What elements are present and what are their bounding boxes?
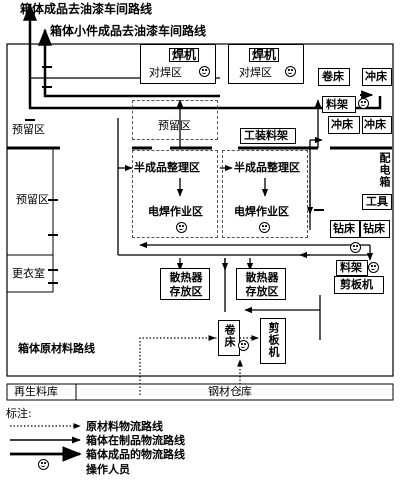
welder-1: 焊机 [169,48,200,62]
shear-machine-bottom: 剪板机 [260,318,286,364]
route-small-label: 箱体小件成品去油漆车间路线 [50,24,207,38]
route-finished-label: 箱体成品去油漆车间路线 [20,2,153,16]
radiator-storage-2: 散热器存放区 [236,268,286,300]
punch-machine-a: 冲床 [328,116,360,134]
operator-icon [199,66,210,77]
operator-icon [368,262,379,273]
operator-icon [238,340,249,351]
weld-work-zone-2 [222,150,308,238]
legend-title: 标注: [6,407,32,420]
legend-raw: 原材料物流路线 [86,420,163,433]
distribution-box: 配电箱 [378,152,391,188]
tools: 工具 [362,194,392,210]
weld-area-1: 焊机 对焊区 [140,44,216,84]
semi-finished-area-2: 半成品整理区 [234,161,300,174]
welder-2: 焊机 [249,48,280,62]
operator-icon [350,242,361,253]
weld-work-area-1: 电焊作业区 [148,205,203,218]
drill-press-2: 钻床 [360,220,390,238]
rolling-machine-top: 卷床 [318,68,350,86]
shear-machine-top: 剪板机 [334,276,384,294]
reserved-area-left: 预留区 [12,123,45,136]
operator-icon [176,222,187,233]
radiator-storage-1: 散热器存放区 [160,268,210,300]
drill-press-1: 钻床 [330,220,360,238]
operator-icon [38,459,49,470]
raw-material-route-label: 箱体原材料路线 [18,342,95,355]
weld-work-zone-1 [132,150,218,238]
butt-weld-area-1: 对焊区 [149,66,182,79]
rolling-machine-bottom: 卷床 [218,320,240,356]
fixture-rack: 工装料架 [240,128,296,144]
material-rack-top: 料架 [322,96,356,113]
operator-icon [285,66,296,77]
changing-room: 更衣室 [12,267,45,280]
reserved-area-center: 预留区 [158,119,191,132]
punch-machine-b: 冲床 [362,116,392,134]
recycle-store: 再生料库 [14,385,58,398]
weld-area-2: 焊机 对焊区 [228,44,304,84]
semi-finished-area-1: 半成品整理区 [134,161,200,174]
punch-machine-top: 冲床 [362,68,392,86]
reserved-area-center-box [132,100,218,140]
material-rack-bottom: 料架 [336,260,368,276]
steel-store: 钢材仓库 [208,385,252,398]
legend-finished: 箱体成品的物流路线 [86,448,185,461]
legend-operator: 操作人员 [86,463,130,476]
weld-work-area-2: 电焊作业区 [234,205,289,218]
operator-icon [358,98,369,109]
reserved-area-mid-left: 预留区 [16,193,49,206]
butt-weld-area-2: 对焊区 [239,66,272,79]
legend-wip: 箱体在制品物流路线 [86,434,185,447]
operator-icon [259,222,270,233]
